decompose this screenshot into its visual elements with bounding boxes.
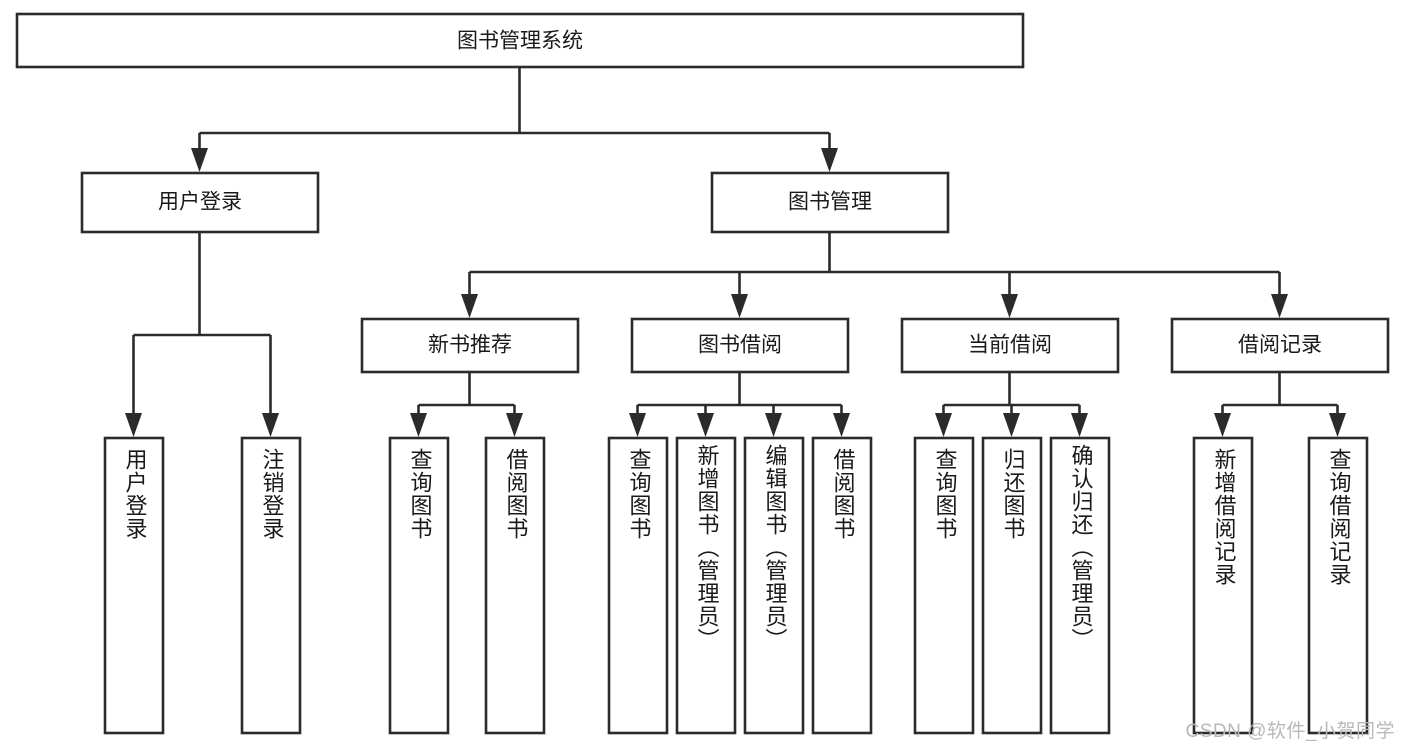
- connectors-current-borrow: [935, 372, 1088, 437]
- leaf-label-cell-query-book-1: 查询图书: [390, 448, 448, 726]
- node-root-box[interactable]: [15, 12, 1025, 69]
- arrow-head-leaf-confirm-return: [1071, 413, 1088, 437]
- node-leaf-return-book-label: 归还图书: [1000, 448, 1026, 540]
- node-leaf-query-book-2-label: 查询图书: [626, 448, 652, 540]
- connectors-book-borrow: [629, 372, 850, 437]
- leaf-label-cell-logout: 注销登录: [242, 448, 300, 726]
- arrow-head-leaf-add-record: [1214, 413, 1231, 437]
- node-leaf-user-login-label: 用户登录: [122, 448, 148, 540]
- arrow-head-user-login: [191, 148, 208, 172]
- node-leaf-logout-box[interactable]: [240, 436, 302, 735]
- node-book-borrow-label: 图书借阅: [698, 334, 782, 357]
- node-book-manage-label: 图书管理: [788, 191, 872, 214]
- node-leaf-query-book-3-box[interactable]: [913, 436, 975, 735]
- node-borrow-record-box[interactable]: [1170, 317, 1390, 374]
- node-new-book-recommend-box[interactable]: [360, 317, 580, 374]
- node-current-borrow-label: 当前借阅: [968, 334, 1052, 357]
- connectors-new-book-recommend: [410, 372, 523, 437]
- node-user-login-label: 用户登录: [158, 191, 242, 214]
- node-book-manage-box[interactable]: [710, 171, 950, 234]
- arrow-head-new-book-recommend: [461, 294, 478, 318]
- arrow-head-leaf-borrow-book-1: [506, 413, 523, 437]
- node-leaf-borrow-book-2-label: 借阅图书: [830, 448, 856, 540]
- arrow-head-leaf-query-book-2: [629, 413, 646, 437]
- node-leaf-user-login-box[interactable]: [103, 436, 165, 735]
- node-root-label: 图书管理系统: [457, 30, 583, 53]
- node-leaf-logout-label: 注销登录: [259, 448, 285, 540]
- arrow-head-leaf-borrow-book-2: [833, 413, 850, 437]
- node-leaf-borrow-book-2-box[interactable]: [811, 436, 873, 735]
- leaf-label-cell-edit-book: 编辑图书（管理员）: [745, 444, 803, 730]
- node-leaf-borrow-book-1-box[interactable]: [484, 436, 546, 735]
- node-borrow-record-label: 借阅记录: [1238, 334, 1322, 357]
- leaf-label-cell-query-record: 查询借阅记录: [1309, 448, 1367, 726]
- arrow-head-leaf-query-book-3: [935, 413, 952, 437]
- node-leaf-confirm-return-label: 确认归还（管理员）: [1068, 444, 1094, 651]
- node-leaf-query-book-2-box[interactable]: [607, 436, 669, 735]
- leaf-label-cell-add-book: 新增图书（管理员）: [677, 444, 735, 730]
- node-book-borrow-box[interactable]: [630, 317, 850, 374]
- leaf-label-cell-query-book-2: 查询图书: [609, 448, 667, 726]
- node-leaf-add-book-label: 新增图书（管理员）: [694, 444, 720, 651]
- leaf-label-cell-query-book-3: 查询图书: [915, 448, 973, 726]
- arrow-head-borrow-record: [1271, 294, 1288, 318]
- node-leaf-query-book-1-box[interactable]: [388, 436, 450, 735]
- node-new-book-recommend-label: 新书推荐: [428, 334, 512, 357]
- node-leaf-query-record-label: 查询借阅记录: [1326, 448, 1352, 586]
- node-leaf-query-book-1-label: 查询图书: [407, 448, 433, 540]
- node-leaf-return-book-box[interactable]: [981, 436, 1043, 735]
- arrow-head-leaf-add-book: [697, 413, 714, 437]
- arrow-head-leaf-edit-book: [765, 413, 782, 437]
- leaf-label-cell-borrow-book-2: 借阅图书: [813, 448, 871, 726]
- node-leaf-add-record-box[interactable]: [1192, 436, 1254, 735]
- connectors-user-login: [125, 232, 279, 437]
- arrow-head-leaf-logout: [262, 413, 279, 437]
- node-leaf-edit-book-label: 编辑图书（管理员）: [762, 444, 788, 651]
- leaf-label-cell-return-book: 归还图书: [983, 448, 1041, 726]
- leaf-label-cell-confirm-return: 确认归还（管理员）: [1051, 444, 1109, 730]
- node-leaf-borrow-book-1-label: 借阅图书: [503, 448, 529, 540]
- node-leaf-add-record-label: 新增借阅记录: [1211, 448, 1237, 586]
- leaf-label-cell-borrow-book-1: 借阅图书: [486, 448, 544, 726]
- leaf-label-cell-add-record: 新增借阅记录: [1194, 448, 1252, 726]
- arrow-head-book-manage: [821, 148, 838, 172]
- arrow-head-leaf-query-record: [1329, 413, 1346, 437]
- csdn-watermark: CSDN @软件_小贺同学: [1185, 721, 1395, 742]
- arrow-head-book-borrow: [731, 294, 748, 318]
- node-leaf-query-book-3-label: 查询图书: [932, 448, 958, 540]
- connectors-root: [191, 67, 838, 172]
- connectors-borrow-record: [1214, 372, 1346, 437]
- arrow-head-leaf-user-login: [125, 413, 142, 437]
- connectors-book-manage: [461, 232, 1288, 318]
- arrow-head-leaf-return-book: [1003, 413, 1020, 437]
- arrow-head-current-borrow: [1001, 294, 1018, 318]
- node-leaf-confirm-return-box[interactable]: [1049, 436, 1111, 735]
- node-leaf-query-record-box[interactable]: [1307, 436, 1369, 735]
- node-leaf-edit-book-box[interactable]: [743, 436, 805, 735]
- leaf-label-cell-user-login: 用户登录: [105, 448, 163, 726]
- node-current-borrow-box[interactable]: [900, 317, 1120, 374]
- node-leaf-add-book-box[interactable]: [675, 436, 737, 735]
- arrow-head-leaf-query-book-1: [410, 413, 427, 437]
- node-user-login-box[interactable]: [80, 171, 320, 234]
